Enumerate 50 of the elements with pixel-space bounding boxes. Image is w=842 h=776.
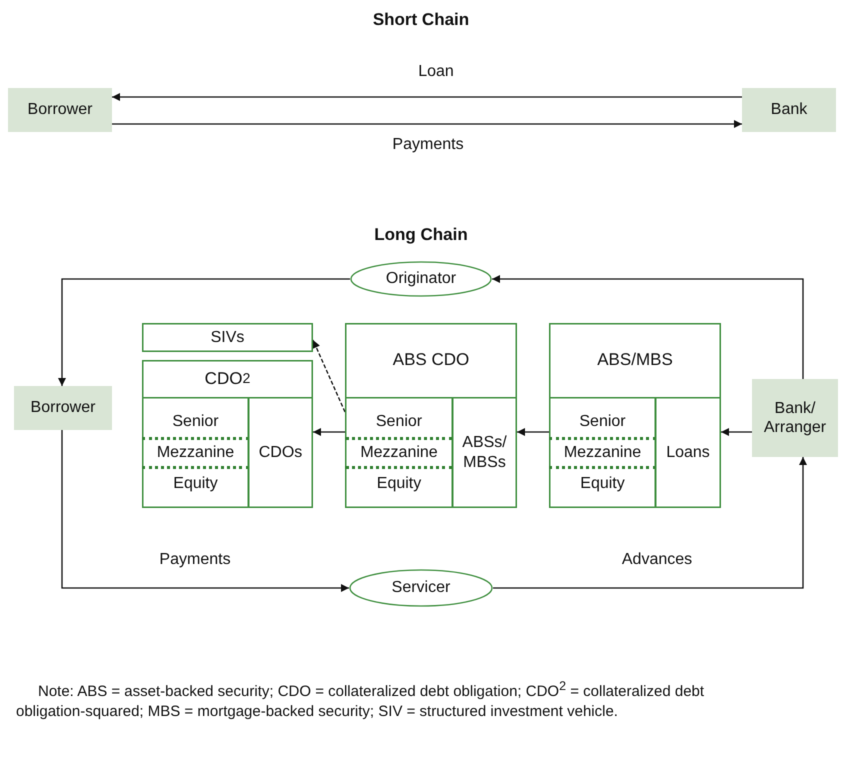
- arrow: [517, 428, 549, 436]
- arrow: [112, 120, 742, 128]
- section-heading: Long Chain: [373, 225, 469, 245]
- tranche-label: Mezzanine: [549, 437, 656, 469]
- security-box: [655, 397, 721, 508]
- node-label: SIVs: [210, 328, 244, 348]
- tranche-label: Mezzanine: [142, 437, 249, 469]
- tranche-label: Equity: [579, 474, 626, 494]
- structure-title: ABS/MBS: [596, 349, 674, 371]
- tranche-label: Senior: [171, 412, 220, 432]
- node-label: ABSs/ MBSs: [461, 432, 508, 472]
- node-label: Originator: [386, 270, 456, 288]
- tranche-box: [549, 397, 656, 508]
- tranche-label: Equity: [376, 474, 422, 494]
- arrow: [58, 278, 350, 386]
- arrow: [61, 430, 349, 592]
- structure-box: [345, 323, 517, 508]
- arrow: [721, 428, 752, 436]
- arrow: [493, 457, 807, 589]
- node-label: Bank: [770, 100, 808, 120]
- arrow: [492, 275, 804, 379]
- node-label: Servicer: [392, 579, 450, 597]
- role-ellipse: [349, 569, 493, 607]
- structure-box: [142, 360, 313, 508]
- node-label: Loans: [666, 442, 710, 462]
- entity-box: [742, 88, 836, 132]
- tranche-box: [142, 397, 249, 508]
- entity-box: [14, 386, 112, 430]
- entity-box: [8, 88, 112, 132]
- security-box: [142, 323, 313, 352]
- security-box: [248, 397, 313, 508]
- node-label: Borrower: [28, 100, 92, 120]
- tranche-label: Mezzanine: [345, 437, 453, 469]
- structure-box: [549, 323, 721, 508]
- tranche-label: Equity: [172, 474, 219, 494]
- node-label: Borrower: [30, 398, 96, 418]
- tranche-label: Senior: [374, 412, 424, 432]
- arrow: [112, 93, 742, 101]
- tranche-label: Senior: [578, 412, 627, 432]
- entity-box: [752, 379, 838, 457]
- node-label: CDOs: [258, 442, 302, 462]
- structure-title: ABS CDO: [392, 349, 470, 371]
- role-ellipse: [350, 261, 492, 297]
- arrow: [312, 340, 346, 412]
- arrow: [313, 428, 345, 436]
- section-heading: Short Chain: [372, 10, 470, 30]
- note-text: Note: ABS = asset-backed security; CDO = collateralized debt obligation; CDO$^{2}$ = collateralized debt obligation-squared; MBS = mortgage-backed security; SIV = structured investment vehicle.: [16, 678, 706, 722]
- security-box: [452, 397, 517, 508]
- tranche-box: [345, 397, 453, 508]
- node-label: Bank/ Arranger: [762, 398, 828, 438]
